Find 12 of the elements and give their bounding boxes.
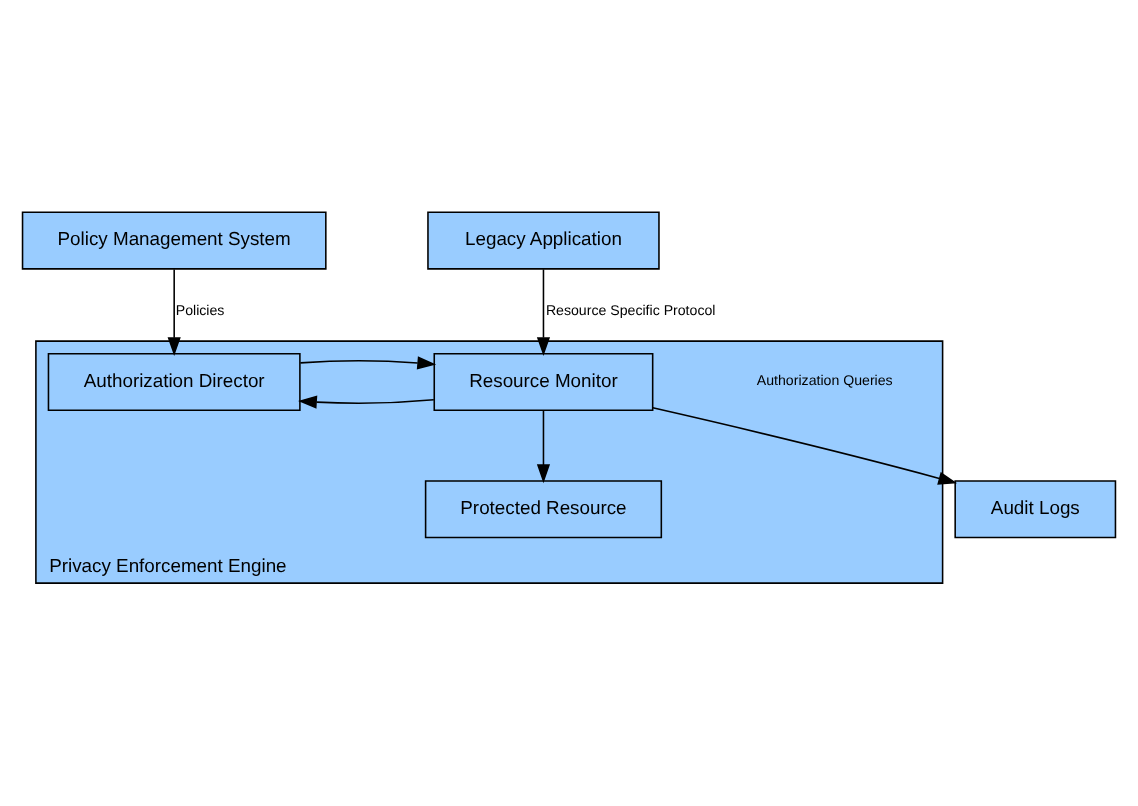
node-box: Authorization Director <box>47 351 301 411</box>
node-box: Policy Management System <box>21 210 327 269</box>
arrow <box>536 267 551 355</box>
arrow <box>652 406 958 484</box>
node-box: Audit Logs <box>954 479 1117 538</box>
arrow <box>298 394 435 408</box>
arrow <box>167 267 181 355</box>
node-box: Legacy Application <box>427 210 660 269</box>
node-box: Resource Monitor <box>433 351 654 411</box>
node-box: Protected Resource <box>424 479 663 538</box>
arrow <box>536 408 551 483</box>
arrow <box>299 355 437 369</box>
